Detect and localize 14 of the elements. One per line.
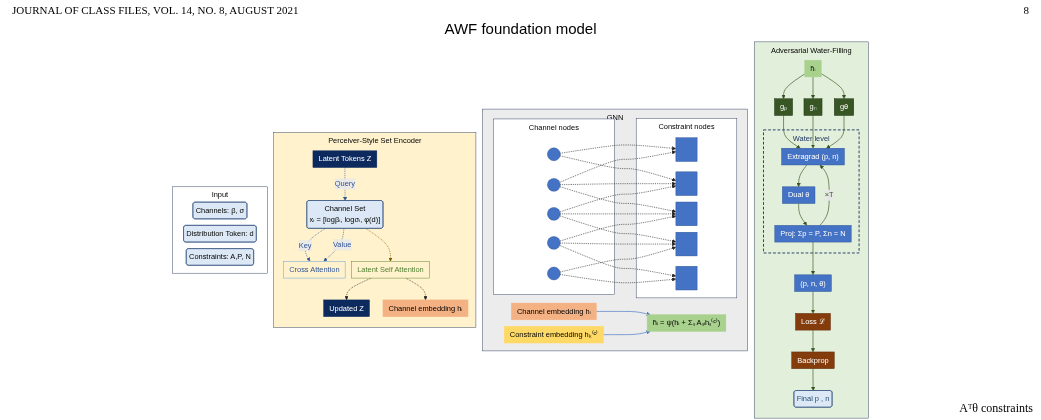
node-circle <box>547 147 561 161</box>
node-box <box>675 137 698 162</box>
node-box <box>675 266 698 291</box>
node-circle <box>547 266 561 281</box>
node-circle <box>547 207 561 221</box>
node-circle <box>547 236 561 250</box>
node-box <box>675 171 698 196</box>
node-box <box>675 201 698 226</box>
running-header: JOURNAL OF CLASS FILES, VOL. 14, NO. 8, AUGUST 2021 <box>12 4 299 18</box>
node-circle <box>547 178 561 192</box>
note-text: Aᵀθ constraints <box>959 401 1033 416</box>
diagram-title: AWF foundation model <box>443 20 598 39</box>
page-number: 8 <box>1023 4 1029 18</box>
node-box <box>675 232 698 257</box>
